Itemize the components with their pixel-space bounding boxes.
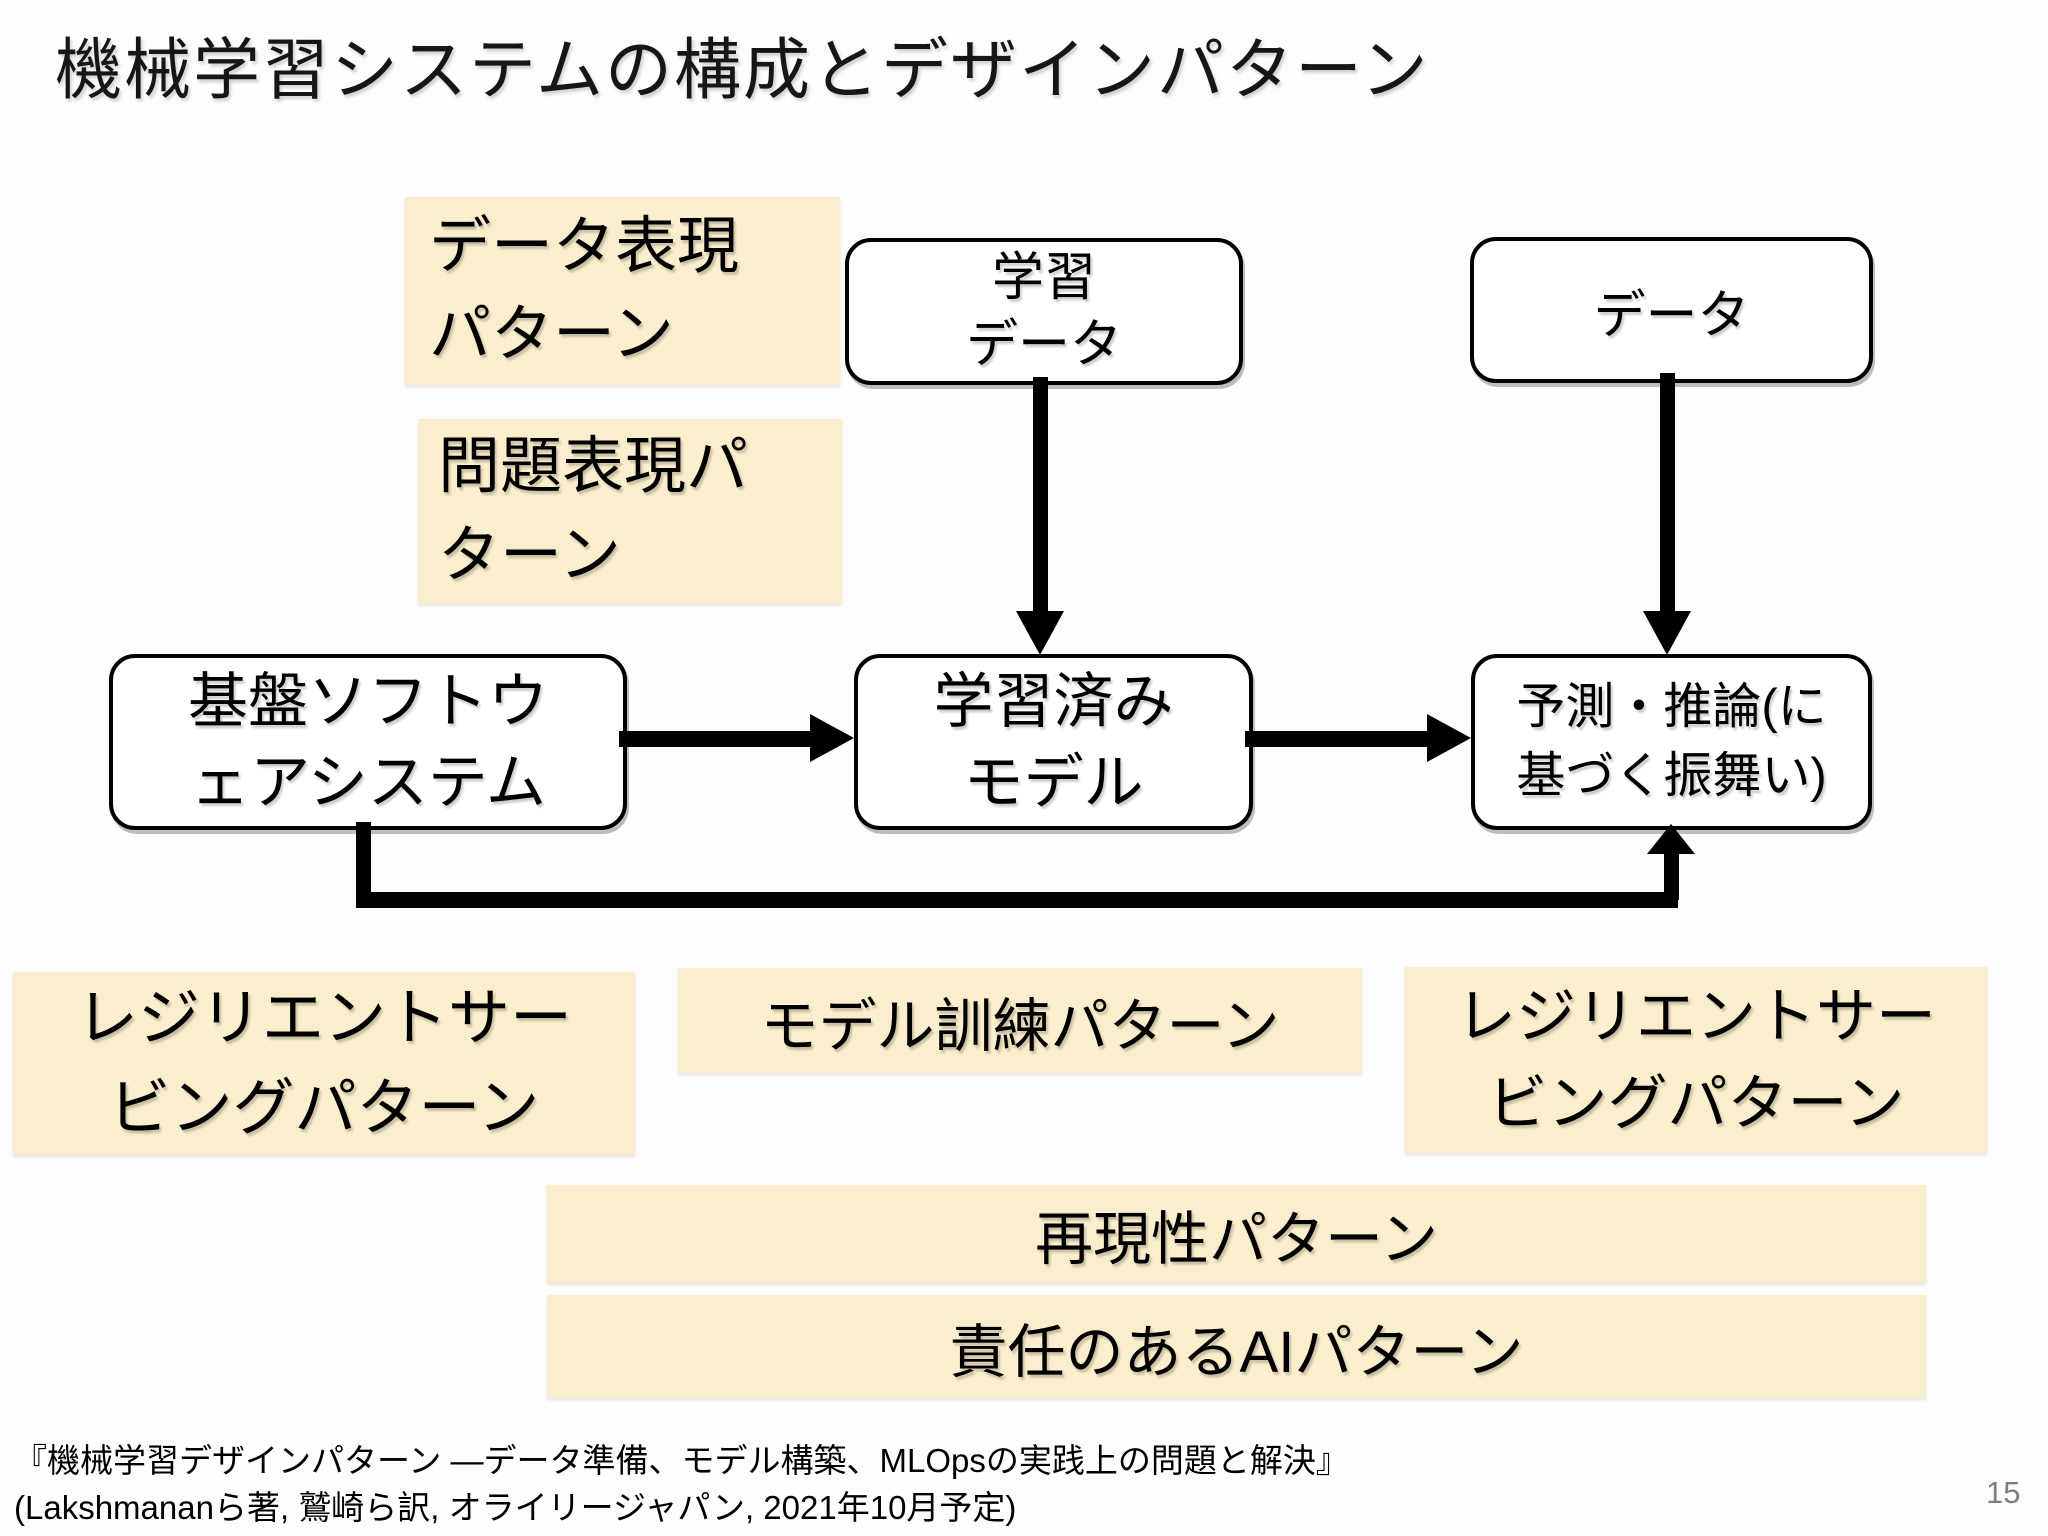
footer-citation-line1: 『機械学習デザインパターン ―データ準備、モデル構築、MLOpsの実践上の問題と… [14,1442,1349,1479]
pattern-reproducibility: 再現性パターン [547,1185,1926,1283]
pattern-model-training: モデル訓練パターン [678,968,1362,1073]
pattern-resilient-serving-left: レジリエントサー ビングパターン [13,972,635,1155]
node-base-software-system: 基盤ソフトウ ェアシステム [109,654,627,830]
arrow-right-head [1427,714,1471,762]
arrow-down-head [1016,611,1064,655]
arrow-up-head [1647,824,1695,854]
arrow-down-head [1643,611,1691,655]
node-data: データ [1470,237,1873,383]
page-number: 15 [1986,1475,2021,1510]
arrow-segment-horizontal [356,892,1678,908]
footer-citation-line2: (Lakshmananら著, 鷲崎ら訳, オライリージャパン, 2021年10月… [14,1488,1017,1526]
node-trained-model: 学習済み モデル [854,654,1253,830]
pattern-data-representation: データ表現 パターン [405,197,840,385]
pattern-resilient-serving-right: レジリエントサー ビングパターン [1405,967,1987,1153]
arrow-shaft [1245,731,1427,747]
arrow-shaft [1660,373,1675,611]
pattern-responsible-ai: 責任のあるAIパターン [547,1295,1926,1398]
footer-citation: 『機械学習デザインパターン ―データ準備、モデル構築、MLOpsの実践上の問題と… [14,1438,1349,1532]
arrow-shaft [1033,377,1048,611]
arrow-segment-down [356,822,371,908]
pattern-problem-representation: 問題表現パ ターン [418,419,842,604]
node-training-data: 学習 データ [845,238,1243,385]
arrow-segment-up [1664,852,1679,900]
arrow-shaft [619,731,810,747]
arrow-right-head [810,714,854,762]
node-prediction-inference: 予測・推論(に 基づく振舞い) [1471,654,1872,830]
slide-title: 機械学習システムの構成とデザインパターン [55,33,1430,108]
